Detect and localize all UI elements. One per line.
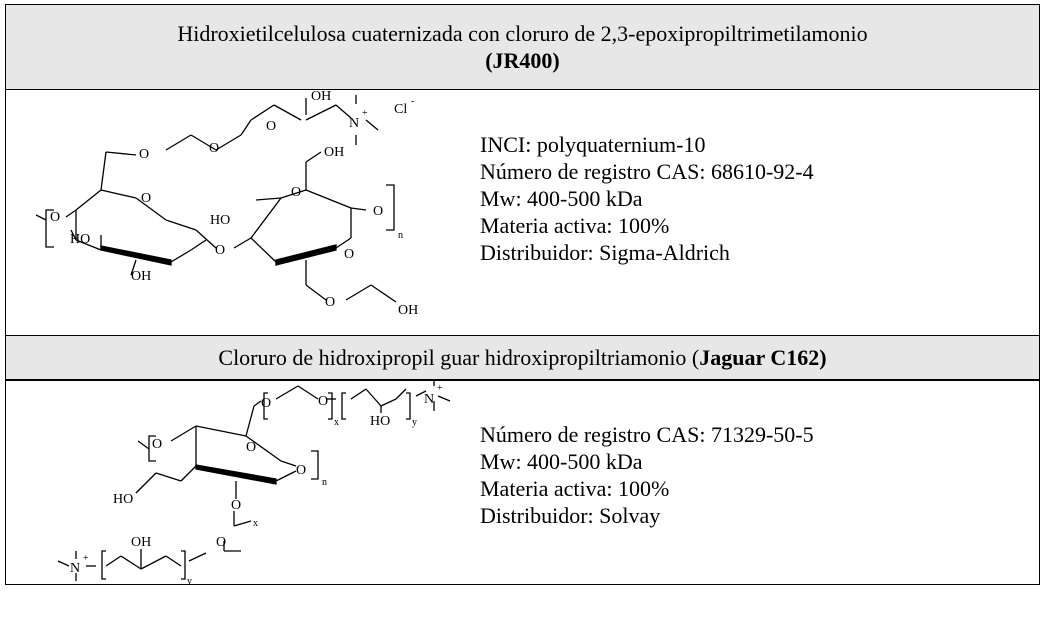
polymer2-label-o-mid: O [231,498,241,513]
polymer1-prop-mw: Mw: 400-500 kDa [480,186,643,211]
polymer1-label-ho-2: HO [210,213,230,228]
polymer1-label-o-right: O [373,204,383,219]
polymer1-label-o-glyco: O [215,243,225,258]
polymer2-label-sub-n: n [322,477,327,488]
polymer2-label-o-right: O [296,463,306,478]
polymer1-prop-distributor: Distribuidor: Sigma-Aldrich [480,240,730,265]
polymer1-label-sub-n: n [398,230,403,241]
polymer2-label-plus-bottom: + [83,553,89,564]
polymer1-label-cl: Cl [394,102,407,117]
polymer-table: Hidroxietilcelulosa cuaternizada con clo… [5,4,1040,585]
polymer1-label-plus: + [362,108,368,119]
polymer2-label-ho-top: HO [370,414,390,429]
polymer2-prop-cas: Número de registro CAS: 71329-50-5 [480,422,814,447]
polymer1-label-ho-1: HO [70,232,90,247]
polymer2-label-n-bottom: N [70,561,80,576]
polymer2-label-sub-x: x [334,417,339,428]
polymer2-prop-distributor: Distribuidor: Solvay [480,503,661,528]
polymer1-prop-active: Materia activa: 100% [480,213,670,238]
polymer1-label-n: N [349,116,359,131]
polymer2-label-oh-bottom: OH [131,535,151,550]
polymer1-header: Hidroxietilcelulosa cuaternizada con clo… [6,5,1039,90]
polymer2-prop-mw: Mw: 400-500 kDa [480,449,643,474]
polymer1-label-oh-top: OH [311,90,331,104]
polymer2-label-plus-top: + [437,383,443,394]
polymer1-label-oh-tail: OH [398,303,418,318]
polymer1-label-o-ring2: O [291,185,301,200]
polymer1-label-o-ring2b: O [344,247,354,262]
polymer2-prop-active: Materia activa: 100% [480,476,670,501]
polymer1-label-oh-2: OH [324,145,344,160]
polymer1-label-minus: - [411,96,414,107]
polymer1-label-o-left: O [50,210,60,225]
polymer1-label-o-top: O [266,119,276,134]
polymer1-label-o-ring1: O [141,191,151,206]
polymer2-label-ho: HO [113,492,133,507]
polymer2-label-n-top: N [424,392,434,407]
polymer1-body: O HO O OH O O O HO O OH O O O OH O OH N … [6,90,1039,335]
polymer2-title: Cloruro de hidroxipropil guar hidroxipro… [218,345,700,370]
polymer1-code: (JR400) [485,48,560,73]
polymer1-structure: O HO O OH O O O HO O OH O O O OH O OH N … [35,90,418,318]
polymer2-label-o-top1: O [261,396,271,411]
polymer1-prop-cas: Número de registro CAS: 68610-92-4 [480,159,814,184]
polymer2-label-o-left: O [152,437,162,452]
polymer2-properties: Número de registro CAS: 71329-50-5 Mw: 4… [480,421,814,529]
polymer2-label-sub-y: y [412,417,417,428]
polymer1-label-oh-1: OH [131,269,151,284]
polymer2-label-o-ring: O [246,440,256,455]
polymer2-label-sub-x2: x [253,518,258,529]
polymer1-properties: INCI: polyquaternium-10 Número de regist… [480,131,814,266]
polymer2-structure: O O O O O HO O O HO OH N + N + n x y x y [57,381,451,584]
polymer2-label-o-low: O [216,535,226,550]
polymer1-label-o-chain: O [139,147,149,162]
polymer2-label-sub-y2: y [187,576,192,584]
polymer2-header: Cloruro de hidroxipropil guar hidroxipro… [6,335,1039,380]
polymer1-title: Hidroxietilcelulosa cuaternizada con clo… [177,21,868,46]
polymer1-label-o-chain2: O [209,141,219,156]
polymer1-prop-inci: INCI: polyquaternium-10 [480,132,706,157]
polymer2-body: O O O O O HO O O HO OH N + N + n x y x y… [6,380,1039,584]
polymer2-label-o-top2: O [318,394,328,409]
polymer1-label-o-tail: O [325,295,335,310]
polymer2-code: Jaguar C162) [699,345,827,370]
